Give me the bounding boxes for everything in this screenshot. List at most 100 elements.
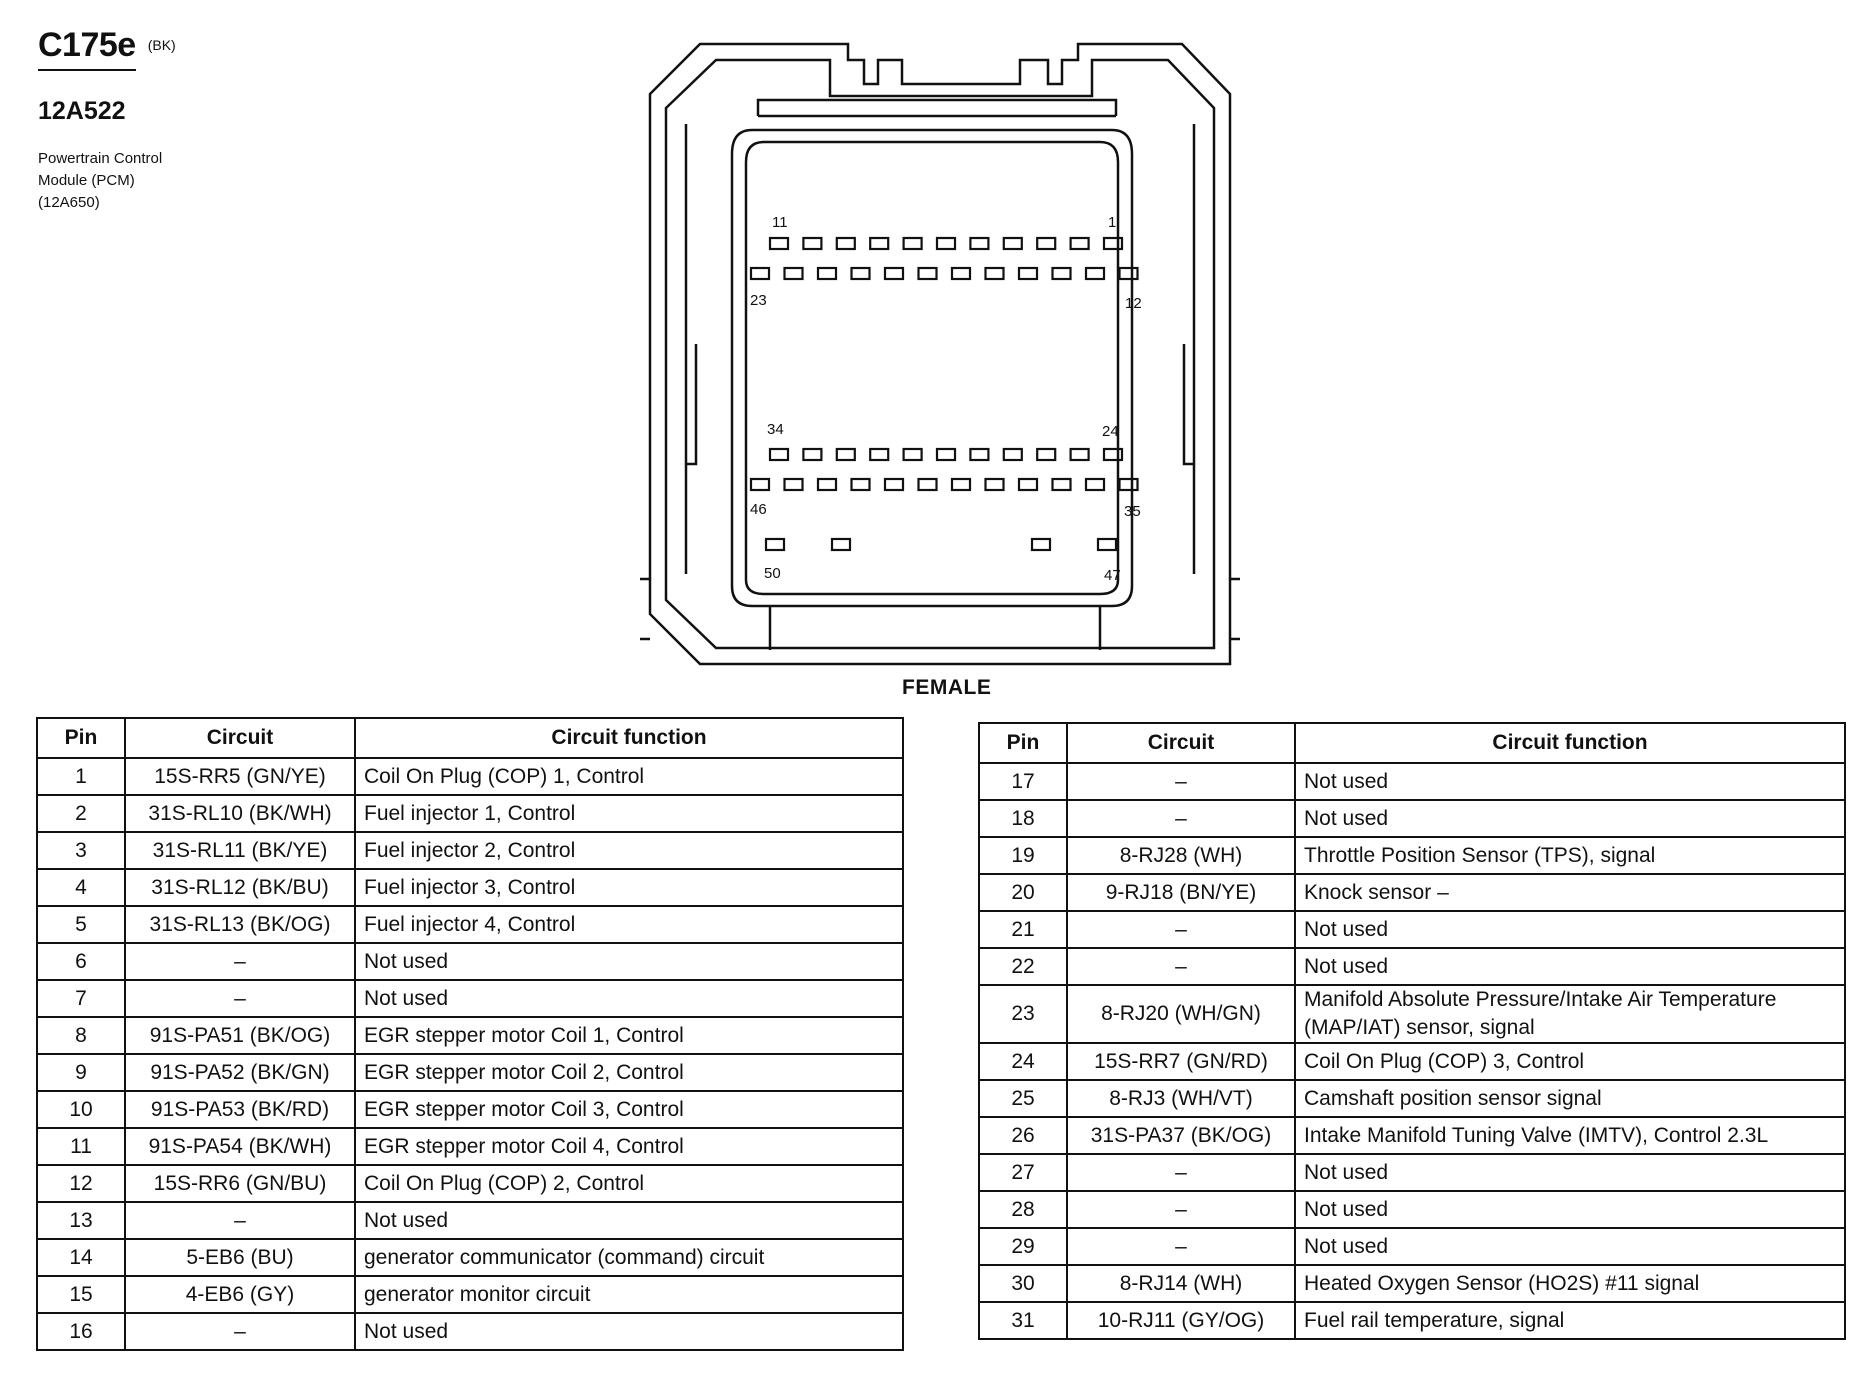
table-row: 7–Not used — [36, 979, 904, 1018]
cavity — [950, 477, 972, 492]
pin-cell: 9 — [36, 1053, 126, 1092]
function-cell: Intake Manifold Tuning Valve (IMTV), Con… — [1294, 1116, 1846, 1155]
function-cell: Not used — [354, 979, 904, 1018]
circuit-cell: – — [1066, 1190, 1296, 1229]
connector-face-diagram: 11 1 23 12 34 24 46 35 50 47 — [640, 42, 1240, 666]
pin-cell: 30 — [978, 1264, 1068, 1303]
table-row: 13–Not used — [36, 1201, 904, 1240]
pin-cell: 20 — [978, 873, 1068, 912]
function-cell: Coil On Plug (COP) 1, Control — [354, 757, 904, 796]
pinout-table-right: Pin Circuit Circuit function 17–Not used… — [978, 722, 1846, 1340]
table-row: 22–Not used — [978, 947, 1846, 986]
cavity — [768, 447, 790, 462]
circuit-cell: – — [1066, 799, 1296, 838]
cavity — [768, 236, 790, 251]
connector-face — [730, 128, 1134, 608]
cavity — [1096, 537, 1118, 552]
pin-cell: 15 — [36, 1275, 126, 1314]
cavity — [830, 537, 852, 552]
circuit-cell: 91S-PA53 (BK/RD) — [124, 1090, 356, 1129]
cavity — [1002, 447, 1023, 462]
circuit-cell: 5-EB6 (BU) — [124, 1238, 356, 1277]
function-cell: Not used — [1294, 799, 1846, 838]
table-row: 27–Not used — [978, 1153, 1846, 1192]
column-header-pin: Pin — [36, 717, 126, 759]
function-cell: Fuel rail temperature, signal — [1294, 1301, 1846, 1340]
table-row: 28–Not used — [978, 1190, 1846, 1229]
connector-view-label: FEMALE — [902, 676, 992, 699]
circuit-cell: 4-EB6 (GY) — [124, 1275, 356, 1314]
cavity — [749, 477, 771, 492]
connector-face-inner — [744, 140, 1120, 596]
function-cell: Not used — [1294, 1227, 1846, 1266]
pin-cell: 6 — [36, 942, 126, 981]
housing-inner — [664, 58, 1216, 650]
pin-cell: 12 — [36, 1164, 126, 1203]
function-cell: Not used — [1294, 762, 1846, 801]
function-cell: Fuel injector 1, Control — [354, 794, 904, 833]
circuit-cell: 8-RJ28 (WH) — [1066, 836, 1296, 875]
circuit-cell: 8-RJ20 (WH/GN) — [1066, 984, 1296, 1044]
cavity-label: 11 — [772, 214, 788, 231]
cavity — [802, 447, 823, 462]
mount-ear-left — [640, 577, 650, 641]
table-header-row: Pin Circuit Circuit function — [36, 717, 904, 759]
cavity-label: 46 — [750, 501, 767, 518]
function-cell: Not used — [1294, 910, 1846, 949]
cavity — [984, 477, 1005, 492]
cavity — [1084, 266, 1106, 281]
table-row: 17–Not used — [978, 762, 1846, 801]
function-cell: Coil On Plug (COP) 3, Control — [1294, 1042, 1846, 1081]
side-rail-left — [684, 124, 698, 574]
cavity — [1069, 447, 1090, 462]
cavity — [749, 266, 771, 281]
pin-cell: 19 — [978, 836, 1068, 875]
circuit-cell: 31S-RL12 (BK/BU) — [124, 868, 356, 907]
pin-cell: 1 — [36, 757, 126, 796]
part-number: 12A522 — [38, 97, 126, 125]
pin-cell: 17 — [978, 762, 1068, 801]
circuit-cell: – — [1066, 762, 1296, 801]
cavity — [835, 236, 856, 251]
pin-cell: 13 — [36, 1201, 126, 1240]
cavity — [1051, 477, 1072, 492]
function-cell: Manifold Absolute Pressure/Intake Air Te… — [1294, 984, 1846, 1044]
cavity — [1102, 236, 1124, 251]
pin-cell: 27 — [978, 1153, 1068, 1192]
description-line: Module (PCM) — [38, 172, 135, 189]
column-header-function: Circuit function — [354, 717, 904, 759]
pin-cell: 7 — [36, 979, 126, 1018]
cavity — [816, 477, 838, 492]
cavity — [1084, 477, 1106, 492]
column-header-pin: Pin — [978, 722, 1068, 764]
pin-cell: 16 — [36, 1312, 126, 1351]
function-cell: generator monitor circuit — [354, 1275, 904, 1314]
circuit-cell: 8-RJ14 (WH) — [1066, 1264, 1296, 1303]
cavity — [1036, 236, 1057, 251]
pin-cell: 3 — [36, 831, 126, 870]
function-cell: Not used — [1294, 1153, 1846, 1192]
cavity — [783, 477, 804, 492]
function-cell: Not used — [354, 942, 904, 981]
pin-cell: 10 — [36, 1090, 126, 1129]
cavity — [816, 266, 838, 281]
pin-cell: 26 — [978, 1116, 1068, 1155]
circuit-cell: 15S-RR6 (GN/BU) — [124, 1164, 356, 1203]
circuit-cell: 10-RJ11 (GY/OG) — [1066, 1301, 1296, 1340]
table-row: 21–Not used — [978, 910, 1846, 949]
circuit-cell: 31S-RL10 (BK/WH) — [124, 794, 356, 833]
connector-id: C175e — [38, 26, 136, 71]
cavity — [1069, 236, 1090, 251]
function-cell: Coil On Plug (COP) 2, Control — [354, 1164, 904, 1203]
function-cell: EGR stepper motor Coil 2, Control — [354, 1053, 904, 1092]
